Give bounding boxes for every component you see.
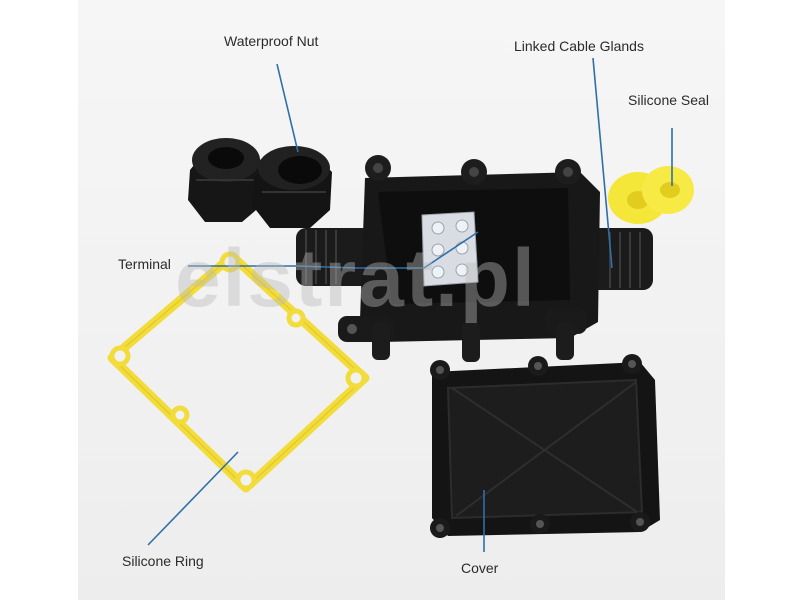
waterproof-nut-right-shape <box>252 146 332 228</box>
leader-line-waterproof-nut <box>276 63 299 153</box>
label-cover: Cover <box>461 560 499 576</box>
watermark-text: elstrat.pl <box>175 233 537 324</box>
leader-line-linked-cable-glands <box>592 57 613 269</box>
label-silicone-seal: Silicone Seal <box>628 92 709 108</box>
cover-shape <box>430 354 660 538</box>
label-silicone-ring: Silicone Ring <box>122 553 204 569</box>
label-linked-cable-glands: Linked Cable Glands <box>514 38 644 54</box>
silicone-seal-shape <box>608 166 694 224</box>
waterproof-nut-left-shape <box>188 138 265 222</box>
leader-lines <box>147 57 673 552</box>
label-waterproof-nut: Waterproof Nut <box>224 33 319 49</box>
leader-line-silicone-ring <box>147 451 239 546</box>
leader-line-terminal <box>188 231 479 269</box>
terminal-block-shape <box>421 211 479 287</box>
label-terminal: Terminal <box>118 256 171 272</box>
silicone-ring-shape <box>107 251 370 493</box>
